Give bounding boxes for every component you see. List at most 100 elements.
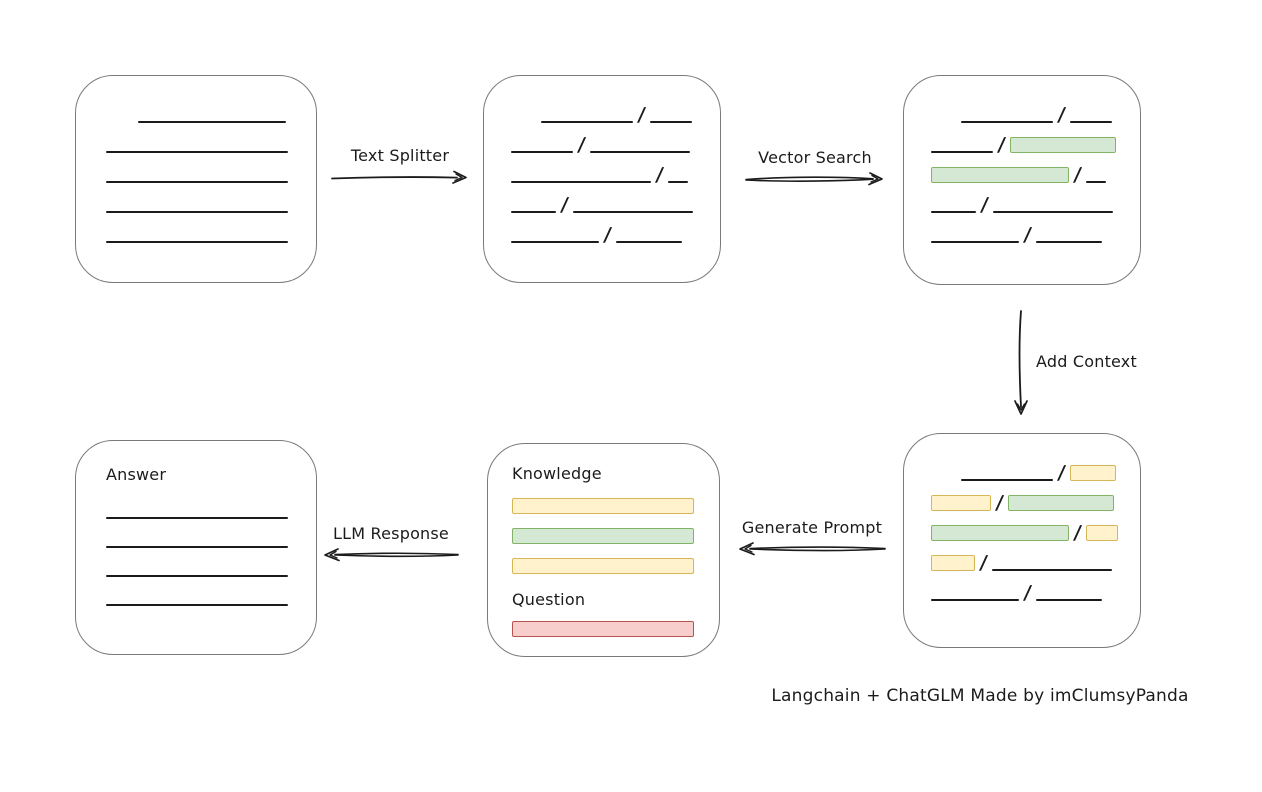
text-row [106, 225, 316, 243]
right-arrow-icon [745, 172, 883, 186]
yellow-bar [512, 498, 694, 514]
text-line [615, 241, 682, 243]
left-arrow-icon [739, 542, 886, 556]
question-bars [512, 621, 719, 637]
text-line [1035, 241, 1102, 243]
slash-separator: / [996, 134, 1007, 156]
slash-separator: / [636, 104, 647, 126]
text-line [106, 517, 288, 519]
yellow-highlight-chunk [931, 495, 991, 511]
generate-prompt-label: Generate Prompt [741, 518, 883, 537]
text-row [106, 530, 316, 548]
green-bar [512, 528, 694, 544]
down-arrow-icon [1014, 310, 1028, 415]
edge-vector-search: Vector Search [744, 148, 886, 190]
text-row: / [931, 224, 1140, 246]
slash-separator: / [559, 194, 570, 216]
text-line [1035, 599, 1102, 601]
text-row: / [511, 164, 720, 186]
text-line [106, 604, 288, 606]
text-line [1069, 121, 1112, 123]
slash-separator: / [1056, 104, 1067, 126]
text-row: / [511, 224, 720, 246]
vector-search-label: Vector Search [758, 148, 872, 167]
slash-separator: / [576, 134, 587, 156]
text-row: / [931, 164, 1140, 186]
answer-node: Answer [75, 440, 317, 655]
text-line [106, 546, 288, 548]
slash-separator: / [602, 224, 613, 246]
text-line [1085, 181, 1106, 183]
text-row [106, 588, 316, 606]
llm-response-label: LLM Response [333, 524, 449, 543]
text-row [106, 165, 316, 183]
slash-separator: / [1022, 582, 1033, 604]
context-lines: ///// [904, 434, 1140, 604]
text-line [961, 121, 1053, 123]
text-line [106, 151, 288, 153]
edge-text-splitter: Text Splitter [330, 146, 470, 188]
text-line [511, 241, 599, 243]
question-heading: Question [512, 590, 586, 609]
diagram-caption: Langchain + ChatGLM Made by imClumsyPand… [771, 686, 1189, 706]
yellow-highlight-chunk [1085, 525, 1118, 541]
left-arrow-icon [324, 548, 459, 562]
text-row: / [511, 194, 720, 216]
text-line [931, 241, 1019, 243]
text-line [931, 151, 993, 153]
text-line [931, 599, 1019, 601]
text-row: / [931, 582, 1140, 604]
slash-separator: / [994, 492, 1005, 514]
text-row: / [961, 104, 1140, 126]
text-line [572, 211, 693, 213]
right-arrow-icon [331, 170, 467, 184]
text-line [511, 181, 651, 183]
text-line [138, 121, 286, 123]
document-lines [76, 76, 316, 243]
green-highlight-chunk [1007, 495, 1114, 511]
text-line [106, 241, 288, 243]
green-highlight-chunk [931, 525, 1069, 541]
text-row [106, 501, 316, 519]
slash-separator: / [978, 552, 989, 574]
answer-lines [106, 485, 316, 606]
text-row [138, 105, 316, 123]
text-line [541, 121, 633, 123]
green-highlight-chunk [1009, 137, 1116, 153]
text-row: / [931, 194, 1140, 216]
slash-separator: / [1072, 164, 1083, 186]
text-line [589, 151, 690, 153]
slash-separator: / [979, 194, 990, 216]
text-row: / [931, 552, 1140, 574]
slash-separator: / [654, 164, 665, 186]
slash-separator: / [1022, 224, 1033, 246]
text-row: / [931, 522, 1140, 544]
slash-separator: / [1072, 522, 1083, 544]
green-highlight-chunk [931, 167, 1069, 183]
text-row [106, 135, 316, 153]
text-splitter-label: Text Splitter [350, 146, 450, 165]
text-row: / [511, 134, 720, 156]
vector-search-results-node: / / / / / [903, 75, 1141, 285]
text-line [649, 121, 692, 123]
text-line [991, 569, 1112, 571]
prompt-node: Knowledge Question [487, 443, 720, 657]
text-line [106, 575, 288, 577]
knowledge-bars [512, 498, 719, 574]
text-row: / [931, 492, 1140, 514]
add-context-label: Add Context [1036, 352, 1137, 371]
yellow-highlight-chunk [931, 555, 975, 571]
text-line [931, 211, 976, 213]
search-result-lines: / / / / / [904, 76, 1140, 246]
edge-generate-prompt: Generate Prompt [737, 518, 887, 560]
edge-llm-response: LLM Response [322, 524, 460, 566]
text-row [106, 195, 316, 213]
source-document-node [75, 75, 317, 283]
context-chunks-node: ///// [903, 433, 1141, 648]
text-line [511, 211, 556, 213]
answer-heading: Answer [106, 465, 167, 484]
text-row: / [541, 104, 720, 126]
text-line [667, 181, 688, 183]
yellow-bar [512, 558, 694, 574]
